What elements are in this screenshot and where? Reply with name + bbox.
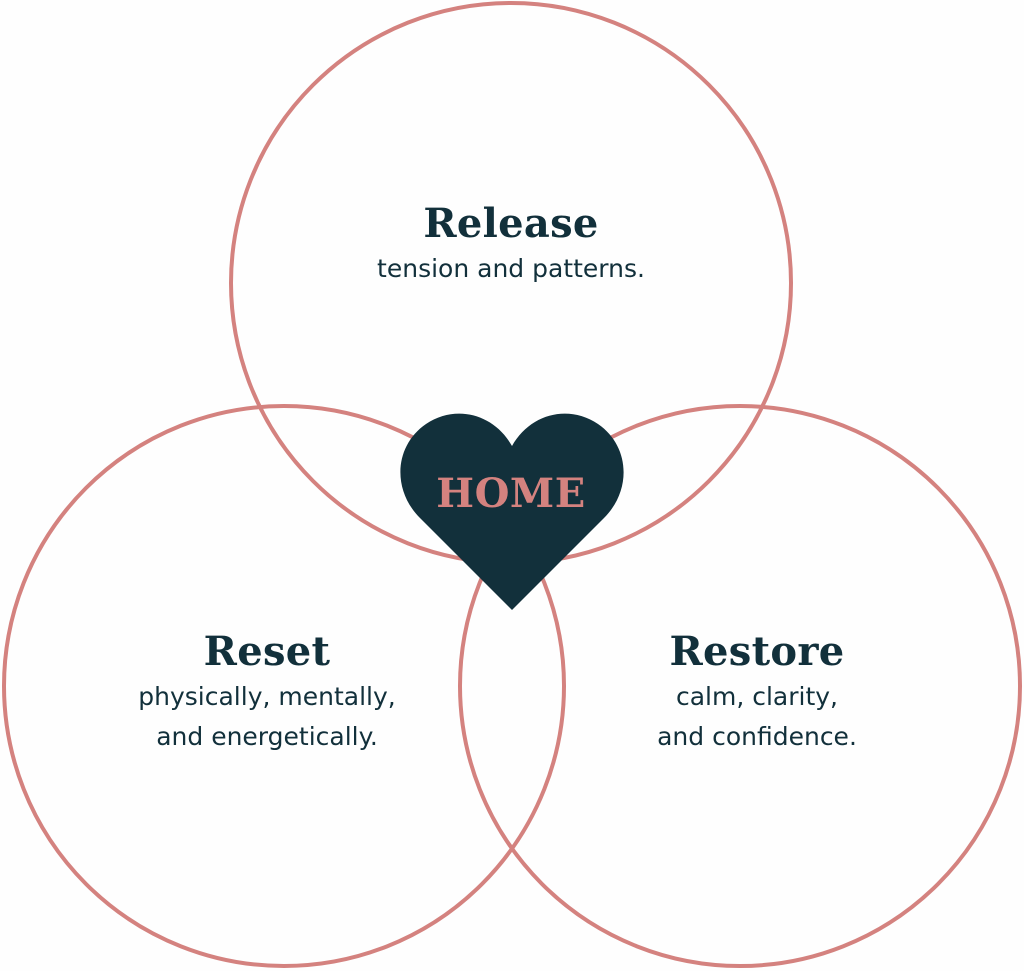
circle-reset	[2, 404, 566, 968]
reset-title: Reset	[203, 628, 331, 675]
reset-line-2: and energetically.	[156, 722, 378, 751]
restore-group: Restore calm, clarity, and confidence.	[657, 628, 857, 758]
reset-group: Reset physically, mentally, and energeti…	[138, 628, 395, 758]
restore-line-2: and confidence.	[657, 722, 857, 751]
release-group: Release tension and patterns.	[377, 200, 645, 290]
circle-restore	[458, 404, 1022, 968]
reset-line-1: physically, mentally,	[138, 682, 396, 711]
heart-icon	[400, 413, 624, 610]
release-title: Release	[423, 200, 599, 247]
restore-title: Restore	[669, 628, 845, 675]
restore-line-1: calm, clarity,	[675, 682, 839, 711]
release-line-1: tension and patterns.	[377, 254, 645, 283]
home-label: HOME	[436, 470, 586, 517]
